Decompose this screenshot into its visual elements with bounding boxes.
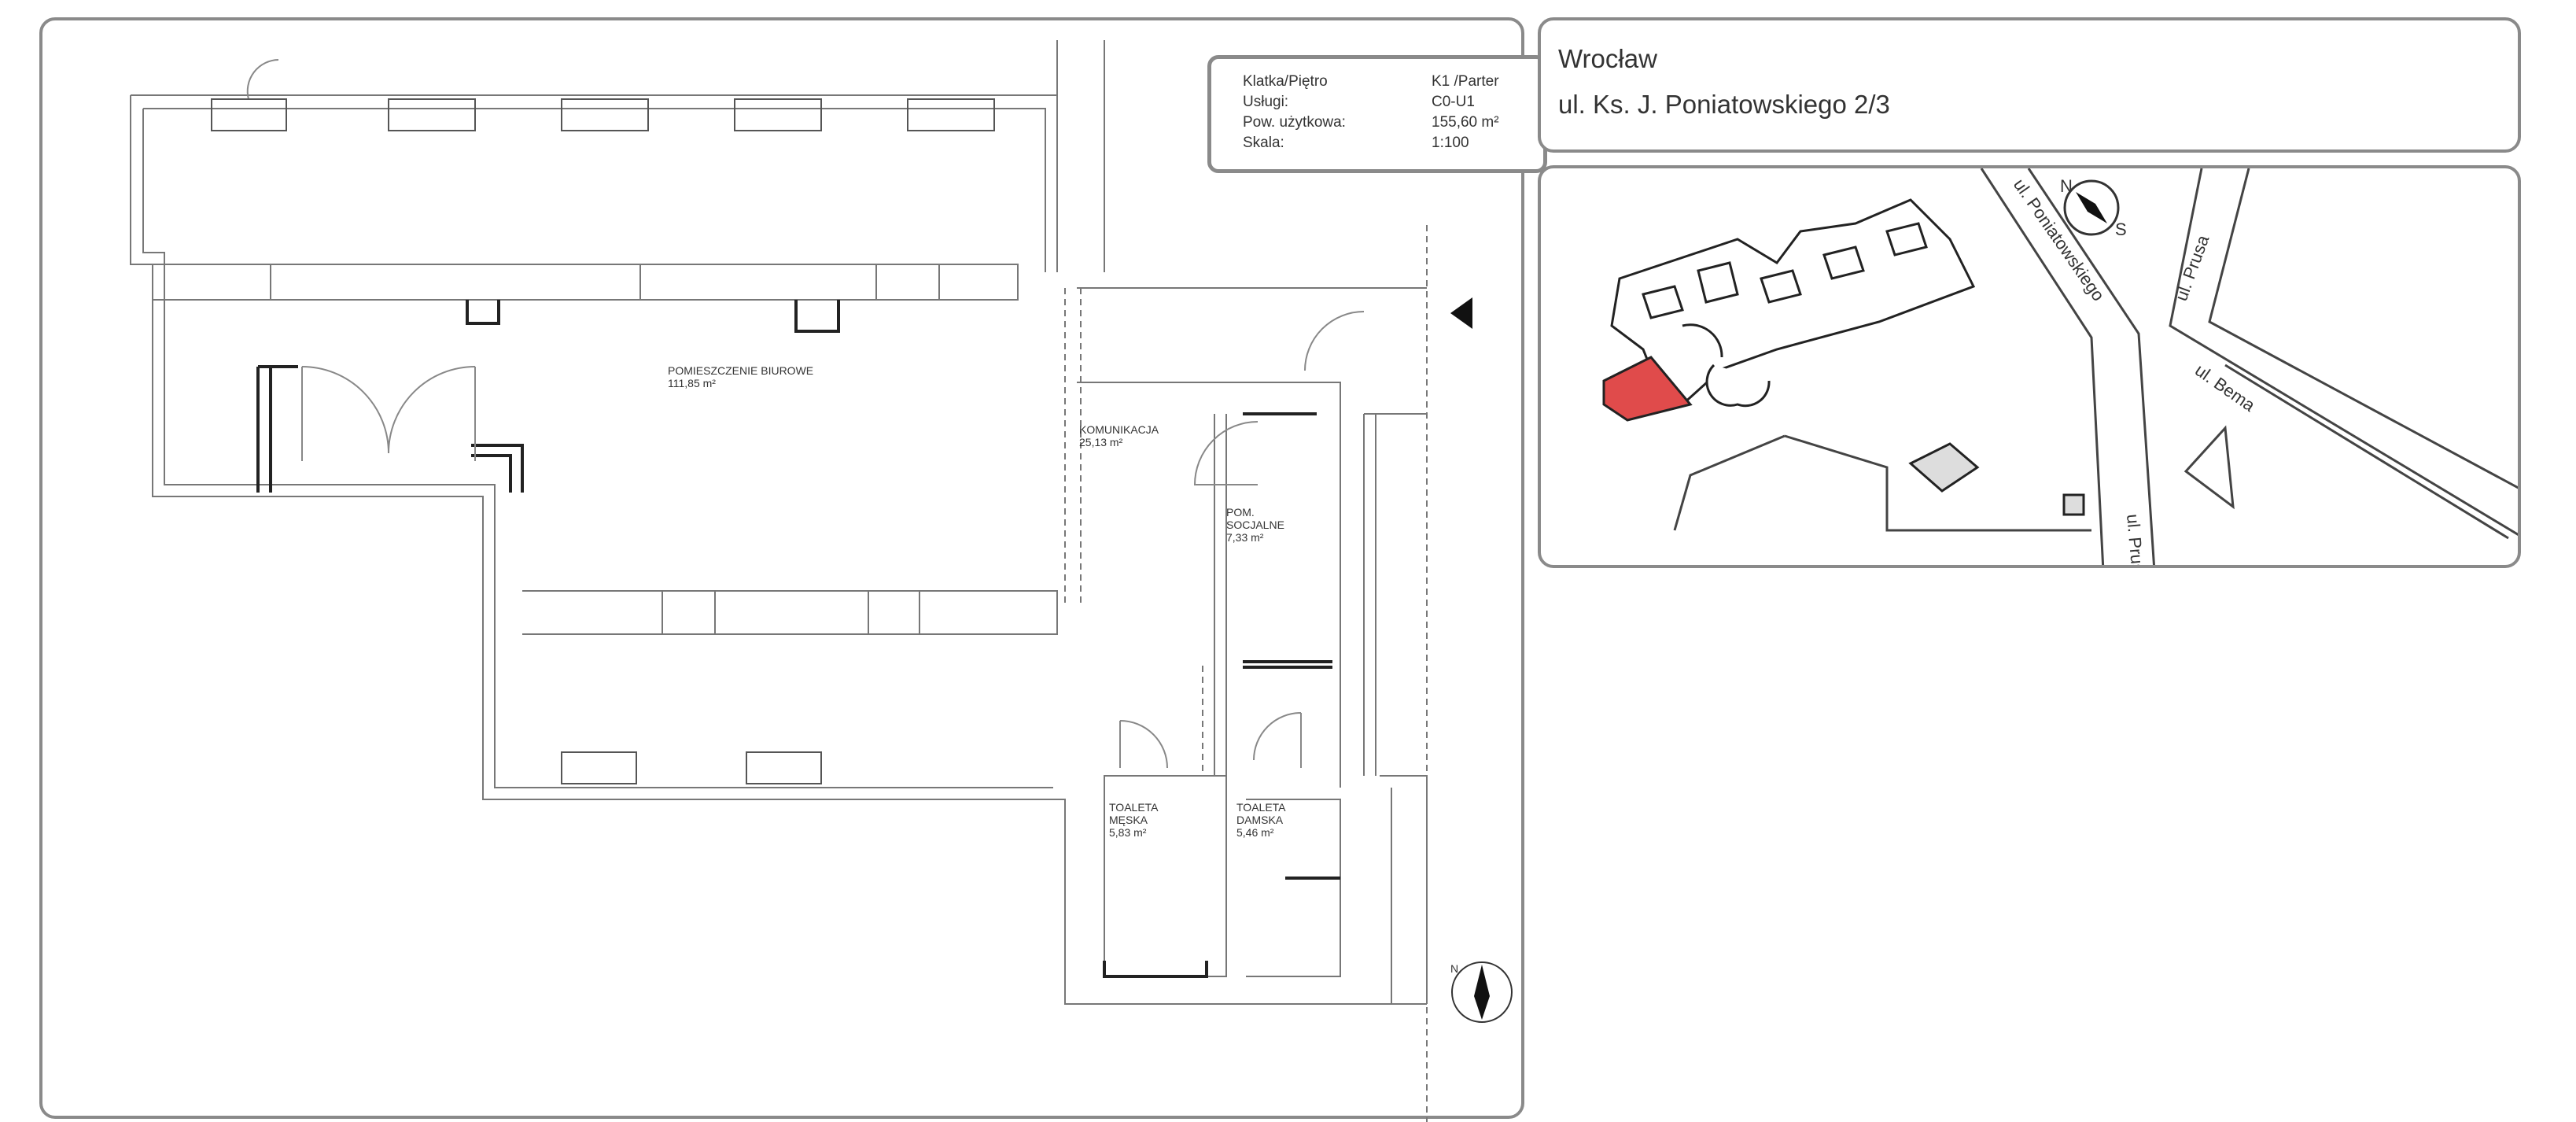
room-name: TOALETA xyxy=(1109,801,1159,814)
floor-plan-panel: POMIESZCZENIE BIUROWE 111,85 m² KOMUNIKA… xyxy=(39,17,1547,1122)
room-name: MĘSKA xyxy=(1109,814,1148,826)
room-area: 111,85 m² xyxy=(668,377,716,389)
city-label: Wrocław xyxy=(1558,44,1657,73)
address-panel: Wrocław ul. Ks. J. Poniatowskiego 2/3 xyxy=(1538,17,2521,153)
street-line xyxy=(2169,168,2518,536)
unit-info-box: Klatka/Piętro K1 /Parter Usługi: C0-U1 P… xyxy=(1207,55,1547,173)
wall-outline xyxy=(1380,775,1428,1004)
info-label: Klatka/Piętro xyxy=(1243,73,1328,90)
wall-outline xyxy=(522,590,1058,635)
street-label: ul. Prusa xyxy=(2123,513,2149,568)
wall-outline xyxy=(1202,666,1215,776)
street-label: ul. Poniatowskiego xyxy=(2010,175,2109,305)
room-name: DAMSKA xyxy=(1236,814,1284,826)
wall-outline xyxy=(1214,414,1227,776)
compass-south-label: S xyxy=(2115,220,2127,239)
info-label: Pow. użytkowa: xyxy=(1243,114,1346,131)
info-value: 155,60 m² xyxy=(1432,114,1499,131)
building-outline xyxy=(1908,442,1980,493)
building-outline xyxy=(2062,493,2085,516)
info-value: 1:100 xyxy=(1432,135,1469,151)
triangle-left-icon xyxy=(1450,297,1472,329)
street-line xyxy=(2208,168,2518,489)
room-area: 5,83 m² xyxy=(1109,826,1147,839)
wall-outline xyxy=(1077,382,1341,788)
wall-outline xyxy=(1064,288,1082,603)
info-label: Usługi: xyxy=(1243,94,1289,110)
location-map: ul. Poniatowskiego ul. Prusa ul. Bema ul… xyxy=(1602,168,2518,568)
street-label: ul. Bema xyxy=(2191,360,2259,416)
compass-north-label: N xyxy=(1450,962,1458,975)
wall-outline xyxy=(1363,413,1427,776)
wall-outline xyxy=(131,94,1058,272)
street-line xyxy=(1980,168,2105,565)
street-line xyxy=(2027,168,2155,565)
wall-outline xyxy=(153,264,1019,301)
street-line xyxy=(2184,425,2235,510)
room-area: 7,33 m² xyxy=(1226,531,1264,544)
room-name: POM. xyxy=(1226,506,1255,519)
compass-icon: N xyxy=(1450,961,1513,1023)
info-label: Skala: xyxy=(1243,135,1284,151)
info-value: K1 /Parter xyxy=(1432,73,1499,90)
room-name: SOCJALNE xyxy=(1226,519,1284,531)
wall-outline xyxy=(143,108,1046,272)
room-name: POMIESZCZENIE BIUROWE xyxy=(668,364,813,377)
wall-outline xyxy=(130,95,1427,1005)
street-label: ul. Prusa xyxy=(2171,232,2213,304)
wall-outline xyxy=(270,264,940,300)
room-area: 5,46 m² xyxy=(1236,826,1274,839)
street-line xyxy=(2224,364,2509,540)
wall-outline xyxy=(1246,799,1341,977)
room-name: KOMUNIKACJA xyxy=(1079,423,1159,436)
info-value: C0-U1 xyxy=(1432,94,1475,110)
street-label: ul. Ks. J. Poniatowskiego 2/3 xyxy=(1558,90,1890,119)
compass-north-label: N xyxy=(2060,176,2073,196)
highlighted-unit xyxy=(1602,356,1693,422)
wall-outline xyxy=(1104,775,1227,977)
wall-outline xyxy=(142,109,1053,788)
building-outline xyxy=(1673,434,2091,532)
floor-plan-drawing: POMIESZCZENIE BIUROWE 111,85 m² KOMUNIKA… xyxy=(130,40,1513,1122)
location-map-panel: ul. Poniatowskiego ul. Prusa ul. Bema ul… xyxy=(1538,165,2521,568)
room-area: 25,13 m² xyxy=(1079,436,1123,448)
room-name: TOALETA xyxy=(1236,801,1286,814)
compass-icon: N S xyxy=(2060,176,2127,239)
wall-outline xyxy=(662,591,920,634)
